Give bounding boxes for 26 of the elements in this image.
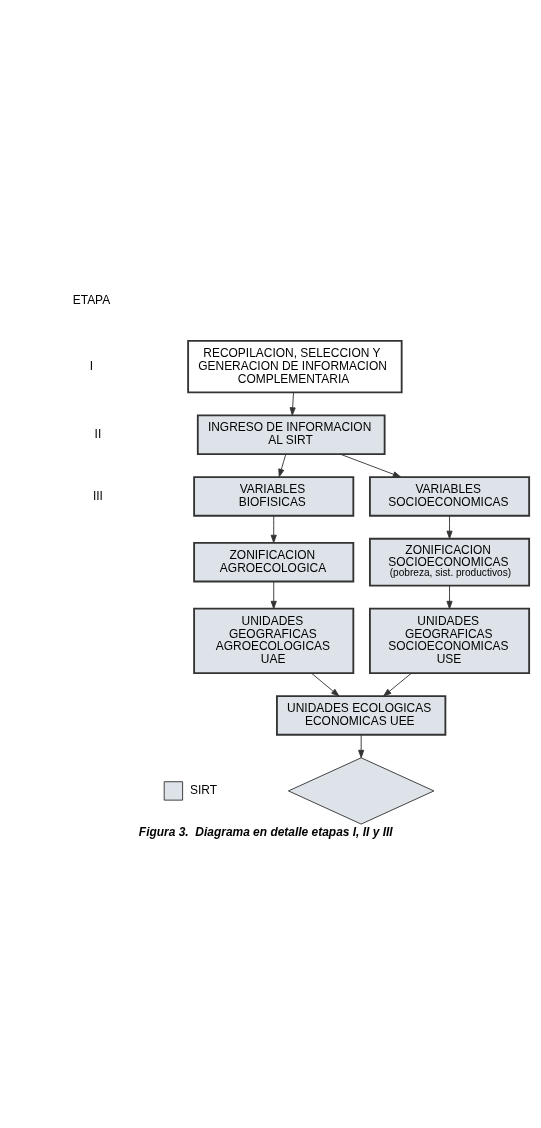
label: III [92,488,103,503]
label: I [89,358,94,373]
arrow [358,734,365,758]
node-box: VARIABLES BIOFISICAS [193,475,355,517]
label: ETAPA [72,292,111,307]
node-box: INGRESO DE INFORMACION AL SIRT [196,413,386,455]
arrow [311,672,340,696]
arrow [446,584,453,609]
node-box: UNIDADES GEOGRAFICAS SOCIOECONOMICAS USE [369,607,531,674]
arrow [339,453,402,477]
arrow [270,514,277,543]
node-box: ZONIFICACION SOCIOECONOMICAS (pobreza, sist. productivos) [369,537,531,587]
arrow [383,672,412,696]
node-box: UNIDADES GEOGRAFICAS AGROECOLOGICAS UAE [193,607,355,674]
node-box: UNIDADES ECOLOGICAS ECONOMICAS UEE [276,694,447,736]
caption: Figura 3. Diagrama en detalle etapas I, II y III [138,824,393,839]
node-diamond [288,756,435,825]
legend-label: SIRT [189,782,217,797]
node-box: ZONIFICACION AGROECOLOGICA [193,541,355,582]
label: II [94,426,102,441]
arrow [270,580,277,609]
arrow [278,453,287,477]
node-box: RECOPILACION, SELECCION Y GENERACION DE INFORMACION COMPLEMENTARIA [187,339,403,393]
arrow [289,391,296,416]
arrow [446,514,453,539]
node-box: VARIABLES SOCIOECONOMICAS [369,475,531,517]
